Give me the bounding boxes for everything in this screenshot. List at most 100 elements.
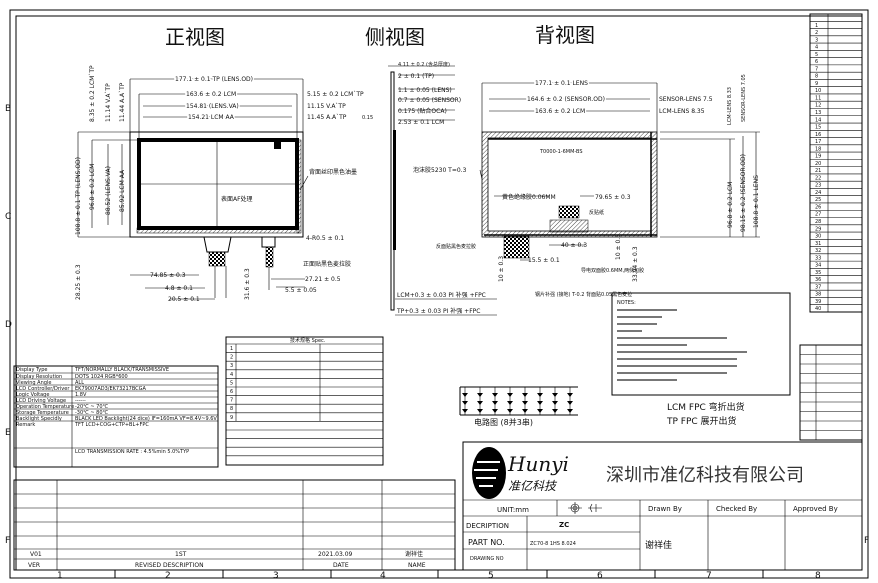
flatness-value: 0.15 bbox=[362, 115, 373, 121]
spec-value: EK79007AD3/EK73217BCGA bbox=[75, 386, 147, 392]
dim-fpc-1: 74.85 ± 0.3 bbox=[150, 272, 186, 279]
description-label: DECRIPTION bbox=[466, 522, 509, 530]
zone-5: 5 bbox=[488, 571, 494, 581]
dim-tp-width: 177.1 ± 0.1 TP (LENS.OD) bbox=[175, 76, 253, 83]
pin-number: 2 bbox=[815, 30, 818, 36]
pin-number: 12 bbox=[815, 103, 821, 109]
pin-number: 22 bbox=[815, 175, 821, 181]
notes-title: NOTES: bbox=[617, 300, 636, 306]
spec-label: LCD Controller/Driver bbox=[16, 386, 70, 392]
rev-desc: 1ST bbox=[175, 551, 187, 558]
dim-tp-height: 108.8 ± 0.1 TP (LENS.OD) bbox=[75, 157, 82, 235]
foam-note: 泡沫胶5230 T=0.3 bbox=[413, 166, 467, 174]
dim-va-tp-offset: 11.15 V.A`TP bbox=[307, 103, 346, 110]
front-view-title: 正视图 bbox=[165, 25, 225, 49]
pin-number: 39 bbox=[815, 299, 821, 305]
approved-by-label: Approved By bbox=[793, 505, 838, 513]
yellow-tape-note: 黄色绝缘胶0.06MM bbox=[502, 193, 556, 201]
back-mylar-note: 反面贴黑色麦拉胶 bbox=[436, 243, 476, 250]
pin-number: 5 bbox=[815, 52, 818, 58]
spec-value: BLACK LED Backlight(24 dice) IF=160mA VF… bbox=[75, 416, 217, 422]
outer-frame bbox=[9, 9, 869, 579]
part-no-label: PART NO. bbox=[468, 538, 505, 547]
pin-number: 17 bbox=[815, 139, 821, 145]
zone-1: 1 bbox=[57, 571, 63, 581]
zone-d-left: D bbox=[5, 320, 12, 330]
pin-number: 14 bbox=[815, 117, 821, 123]
dim-lcm-width-back: 163.6 ± 0.2 LCM bbox=[535, 108, 585, 115]
center-spec-row-no: 9 bbox=[230, 415, 233, 421]
dim-lcm-height-back: 96.8 ± 0.2 LCM bbox=[727, 182, 734, 228]
dim-lens-height: 108.8 ± 0.1 LENS bbox=[753, 175, 760, 228]
dim-fpc-length-1: 28.25 ± 0.3 bbox=[75, 264, 82, 300]
pin-number: 7 bbox=[815, 66, 818, 72]
dim-10-b: 10 ± 0.3 bbox=[615, 234, 622, 260]
spec-value: -20℃ ~ 70℃ bbox=[75, 404, 109, 410]
dim-tp-thickness: 2 ± 0.1 (TP) bbox=[398, 73, 434, 80]
drawn-by-label: Drawn By bbox=[648, 505, 682, 513]
dim-15-5: 15.5 ± 0.1 bbox=[528, 257, 560, 264]
dim-40: 40 ± 0.3 bbox=[561, 242, 587, 249]
center-spec-row-no: 7 bbox=[230, 398, 233, 404]
lcm-fpc-thickness: LCM+0.3 ± 0.03 PI 补强 +FPC bbox=[397, 291, 486, 299]
pin-number: 21 bbox=[815, 168, 821, 174]
pin-number: 36 bbox=[815, 277, 821, 283]
mylar-note: 正面贴黑色麦拉胶 bbox=[303, 260, 351, 268]
spec-value: TFT/NORMALLY BLACK/TRANSMISSIVE bbox=[74, 367, 169, 373]
pin-number: 28 bbox=[815, 219, 821, 225]
dim-sensor-width: 164.6 ± 0.2 (SENSOR.OD) bbox=[527, 96, 605, 103]
pin-number: 29 bbox=[815, 226, 821, 232]
dim-va-width: 154.81 (LENS.VA) bbox=[186, 103, 239, 110]
tp-fpc-thickness: TP+0.3 ± 0.03 PI 补强 +FPC bbox=[396, 307, 480, 315]
pin-number: 8 bbox=[815, 74, 818, 80]
part-no-value: ZC70-8 1HS 8.024 bbox=[530, 541, 576, 547]
dim-lcm-height: 96.8 ± 0.2 LCM bbox=[89, 164, 96, 210]
circuit-caption: 电路图 (8并3串) bbox=[474, 417, 533, 427]
zone-3: 3 bbox=[273, 571, 279, 581]
back-label: T0000-1-6MM-BS bbox=[539, 149, 583, 155]
pin-number: 37 bbox=[815, 284, 821, 290]
logo-text-en: Hunyi bbox=[507, 452, 569, 476]
dim-corner-radius: 4-R0.5 ± 0.1 bbox=[306, 235, 344, 242]
spec-label: Display Resolution bbox=[16, 374, 62, 380]
dim-lcm-thickness: 2.53 ± 0.1 LCM bbox=[398, 119, 444, 126]
zone-c-left: C bbox=[5, 212, 11, 222]
side-view-title: 侧视图 bbox=[365, 25, 425, 49]
bottom-right-table bbox=[799, 344, 863, 441]
surface-note: 表面AF处理 bbox=[221, 195, 253, 203]
center-spec-row-no: 4 bbox=[230, 372, 233, 378]
steel-stiffener-note: 钢片补强 (接地) T-0.2 背面贴0.05黑色麦拉 bbox=[535, 291, 632, 298]
zone-6: 6 bbox=[597, 571, 603, 581]
dim-fpc-5: 5.5 ± 0.05 bbox=[285, 287, 317, 294]
spec-label: Operation Temperature bbox=[16, 404, 74, 410]
dim-lens-thickness: 1.1 ± 0.05 (LENS) bbox=[398, 87, 452, 94]
pin-number: 24 bbox=[815, 190, 821, 196]
pin-number: 1 bbox=[815, 23, 818, 29]
center-spec-title: 技术规格 Spec. bbox=[290, 337, 326, 344]
back-ink-note: 背面丝印黑色油墨 bbox=[309, 168, 357, 176]
drawn-by-name: 谢祥佳 bbox=[645, 539, 672, 551]
dim-total-thickness: 4.11 ± 0.2 (含总厚度) bbox=[398, 61, 450, 68]
notes-text bbox=[617, 309, 747, 381]
spec-value: DOTS 1024 RGB*600 bbox=[75, 374, 128, 380]
pin-number: 38 bbox=[815, 292, 821, 298]
revision-table: V01 1ST 2021.03.09 谢祥佳 VER REVISED DESCR… bbox=[13, 479, 456, 571]
dim-sensor-thickness: 0.7 ± 0.05 (SENSOR) bbox=[398, 97, 461, 104]
pin-number: 9 bbox=[815, 81, 818, 87]
pin-number: 6 bbox=[815, 59, 818, 65]
pin-number: 23 bbox=[815, 183, 821, 189]
dim-oca-thickness: 0.175 (贴合OCA) bbox=[398, 107, 447, 115]
zone-f-left: F bbox=[5, 536, 10, 546]
dim-lcm-tp-top: 8.35 ± 0.2 LCM`TP bbox=[89, 65, 96, 122]
pin-number: 25 bbox=[815, 197, 821, 203]
zone-markers: B C D E F F 1 2 3 4 5 6 7 8 bbox=[5, 104, 869, 581]
logo-text-cn: 准亿科技 bbox=[508, 479, 558, 493]
dim-10-a: 10 ± 0.3 bbox=[498, 256, 505, 282]
spec-label: Storage Temperature bbox=[16, 410, 69, 416]
dim-lcm-lens: LCM-LENS 8.35 bbox=[659, 108, 705, 115]
dim-va-tp-top: 11.14 V.A`TP bbox=[105, 83, 112, 122]
shipping-note-tp: TP FPC 展开出货 bbox=[666, 415, 737, 427]
company-name: 深圳市准亿科技有限公司 bbox=[606, 465, 804, 486]
zone-2: 2 bbox=[165, 571, 171, 581]
